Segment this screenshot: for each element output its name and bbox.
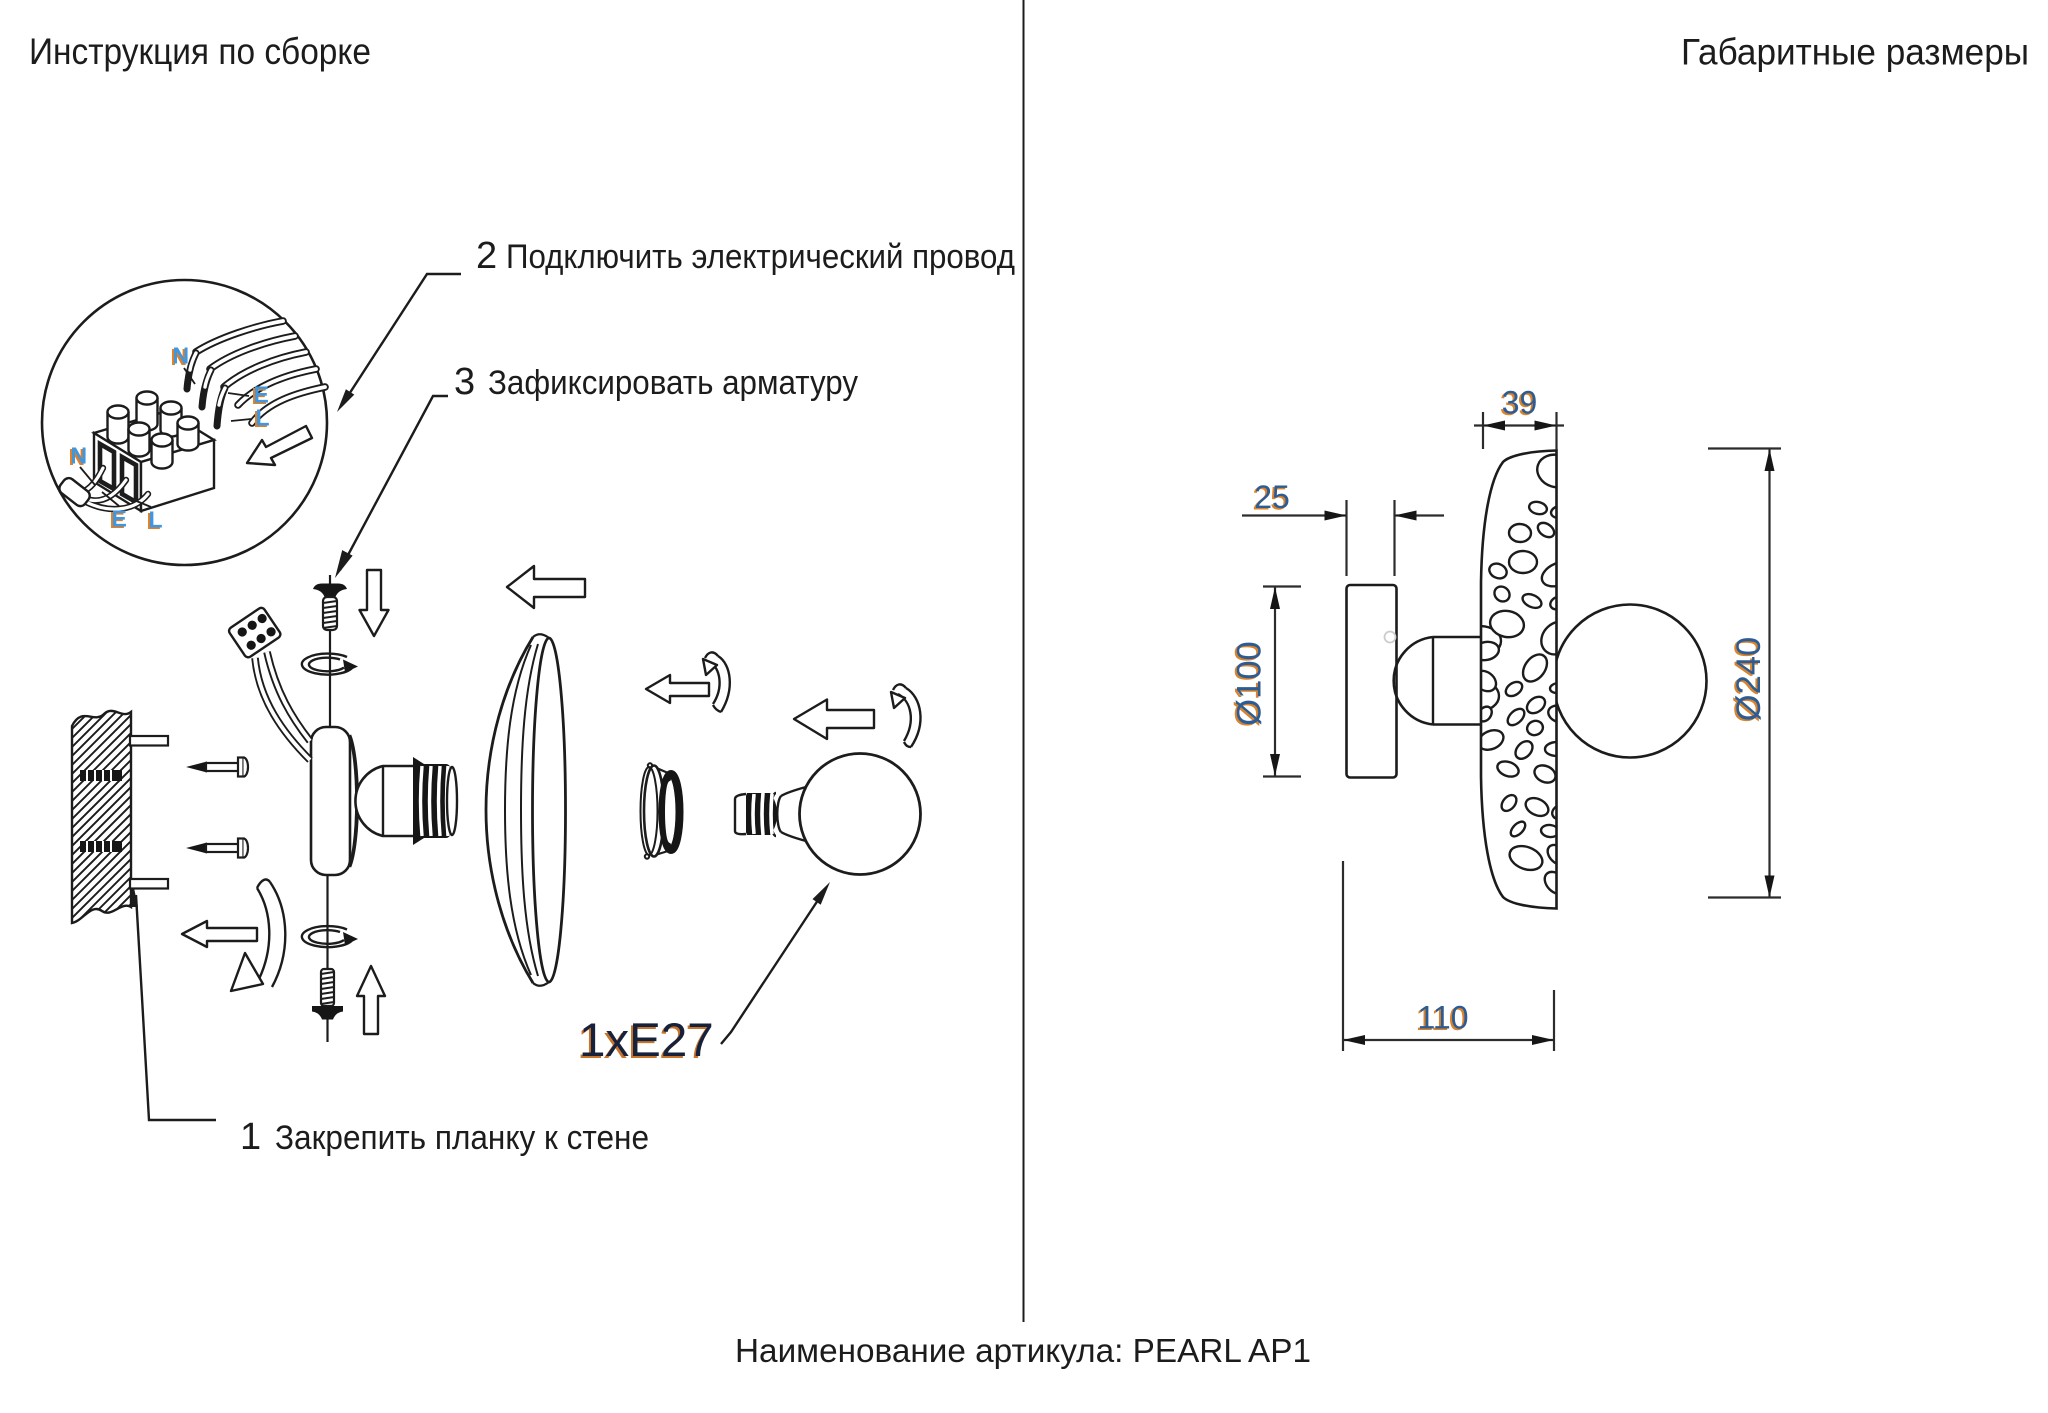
svg-text:110: 110 — [1417, 1000, 1468, 1036]
svg-text:E: E — [110, 507, 125, 533]
svg-text:Наименование артикула: PEARL A: Наименование артикула: PEARL AP1 — [735, 1333, 1311, 1370]
svg-text:Ø100: Ø100 — [1231, 641, 1269, 725]
svg-text:Подключить электрический прово: Подключить электрический провод — [506, 238, 1015, 276]
svg-text:Инструкция по сборке: Инструкция по сборке — [29, 31, 371, 72]
svg-text:39: 39 — [1502, 385, 1538, 421]
svg-text:Закрепить планку к стене: Закрепить планку к стене — [275, 1119, 649, 1157]
svg-text:N: N — [69, 444, 86, 470]
svg-text:E: E — [252, 383, 267, 409]
svg-text:E: E — [112, 506, 127, 532]
svg-text:E: E — [254, 382, 269, 408]
svg-text:L: L — [254, 406, 268, 432]
svg-text:1xE27: 1xE27 — [577, 1016, 712, 1069]
svg-text:1xE27: 1xE27 — [579, 1014, 714, 1067]
svg-text:L: L — [147, 508, 161, 534]
svg-text:25: 25 — [1252, 481, 1288, 517]
svg-text:39: 39 — [1500, 386, 1536, 422]
svg-text:3: 3 — [454, 361, 475, 403]
svg-text:Ø240: Ø240 — [1728, 638, 1766, 722]
svg-text:Ø100: Ø100 — [1229, 643, 1267, 727]
svg-text:L: L — [149, 507, 163, 533]
svg-text:Зафиксировать арматуру: Зафиксировать арматуру — [488, 364, 859, 402]
svg-text:1: 1 — [240, 1116, 261, 1158]
svg-text:N: N — [171, 344, 188, 370]
svg-text:N: N — [173, 343, 190, 369]
svg-text:110: 110 — [1415, 1001, 1466, 1037]
svg-text:2: 2 — [476, 235, 497, 277]
svg-text:N: N — [71, 443, 88, 469]
svg-text:25: 25 — [1254, 479, 1290, 515]
svg-text:L: L — [256, 405, 270, 431]
svg-text:Габаритные размеры: Габаритные размеры — [1681, 32, 2029, 73]
svg-text:Ø240: Ø240 — [1730, 637, 1768, 721]
